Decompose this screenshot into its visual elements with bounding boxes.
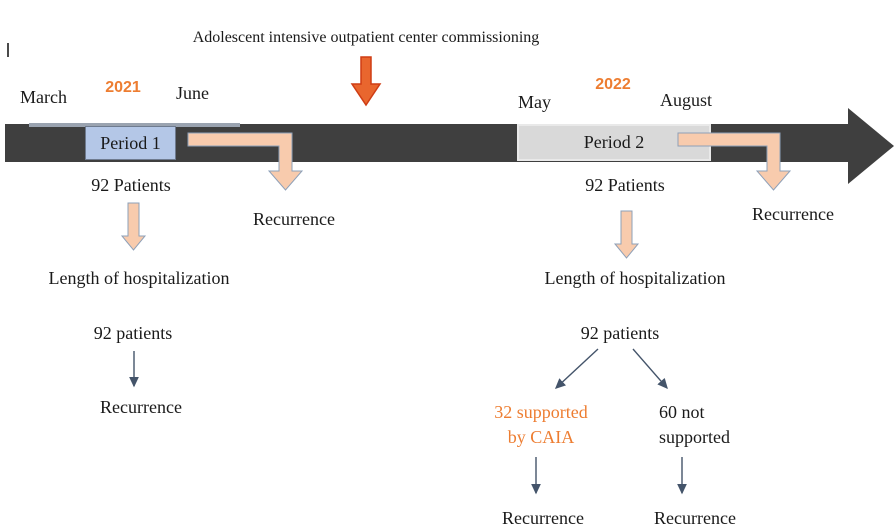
period2-patients-lower-count: 92 patients: [580, 323, 660, 343]
timeline-guide-line: [29, 123, 240, 127]
figure-title: Adolescent intensive outpatient center c…: [192, 29, 540, 46]
period1-patients-count: 92 Patients: [91, 175, 171, 195]
period1-outcome-label: Length of hospitalization: [48, 268, 230, 288]
period2-box: Period 2: [517, 124, 711, 161]
branch-not-supported-line2: supported: [659, 427, 730, 447]
branch-caia-connector-arrow: [554, 348, 599, 389]
commissioning-down-arrow-icon: [350, 56, 382, 107]
period2-recurrence-timeline-label: Recurrence: [752, 204, 834, 224]
period1-recurrence-final-label: Recurrence: [100, 397, 182, 417]
branch-not-supported-connector-arrow: [632, 348, 668, 390]
branch-not-supported-label: 60 not supported: [659, 400, 730, 450]
month-label-may: May: [518, 92, 551, 112]
period2-down-arrow-icon: [613, 210, 640, 259]
period2-patients-count: 92 Patients: [585, 175, 665, 195]
year-label-2022: 2022: [595, 76, 631, 93]
year-label-2021: 2021: [105, 79, 141, 96]
branch-caia-label: 32 supported by CAIA: [494, 400, 588, 450]
branch-caia-line2: by CAIA: [507, 427, 575, 447]
branch-not-supported-line1: 60 not: [659, 402, 705, 422]
cursor-artifact: [7, 43, 9, 57]
period1-down-arrow-icon: [120, 202, 147, 251]
period2-label: Period 2: [583, 132, 645, 152]
month-label-march: March: [20, 87, 67, 107]
month-label-august: August: [660, 90, 713, 110]
branch-caia-line1: 32 supported: [494, 402, 588, 422]
timeline-arrowhead-icon: [848, 108, 894, 184]
month-label-june: June: [176, 83, 209, 103]
period1-patients-lower-count: 92 patients: [93, 323, 173, 343]
caia-recurrence-label: Recurrence: [502, 508, 584, 528]
period1-label: Period 1: [100, 132, 161, 153]
period1-recurrence-timeline-label: Recurrence: [253, 209, 335, 229]
period2-outcome-label: Length of hospitalization: [544, 268, 726, 288]
not-supported-recurrence-label: Recurrence: [654, 508, 736, 528]
period1-box: Period 1: [85, 126, 176, 160]
